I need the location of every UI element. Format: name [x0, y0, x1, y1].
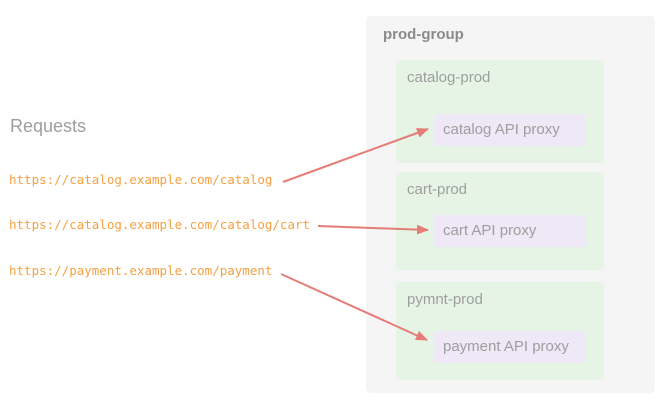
environment-box-catalog-prod: catalog-prod catalog API proxy [396, 60, 604, 163]
environment-label-cart-prod: cart-prod [407, 181, 468, 198]
proxy-box-catalog: catalog API proxy [434, 114, 586, 146]
request-url-catalog: https://catalog.example.com/catalog [9, 172, 273, 187]
environment-label-catalog-prod: catalog-prod [407, 69, 491, 86]
request-url-catalog-cart: https://catalog.example.com/catalog/cart [9, 217, 311, 232]
request-url-payment: https://payment.example.com/payment [9, 263, 273, 278]
environment-label-pymnt-prod: pymnt-prod [407, 291, 483, 308]
prod-group-label: prod-group [383, 26, 464, 43]
proxy-box-payment: payment API proxy [434, 331, 586, 363]
environment-box-pymnt-prod: pymnt-prod payment API proxy [396, 282, 604, 380]
requests-heading: Requests [10, 116, 87, 136]
proxy-box-cart: cart API proxy [434, 215, 586, 247]
prod-group-box: prod-group catalog-prod catalog API prox… [366, 16, 655, 393]
environment-box-cart-prod: cart-prod cart API proxy [396, 172, 604, 270]
